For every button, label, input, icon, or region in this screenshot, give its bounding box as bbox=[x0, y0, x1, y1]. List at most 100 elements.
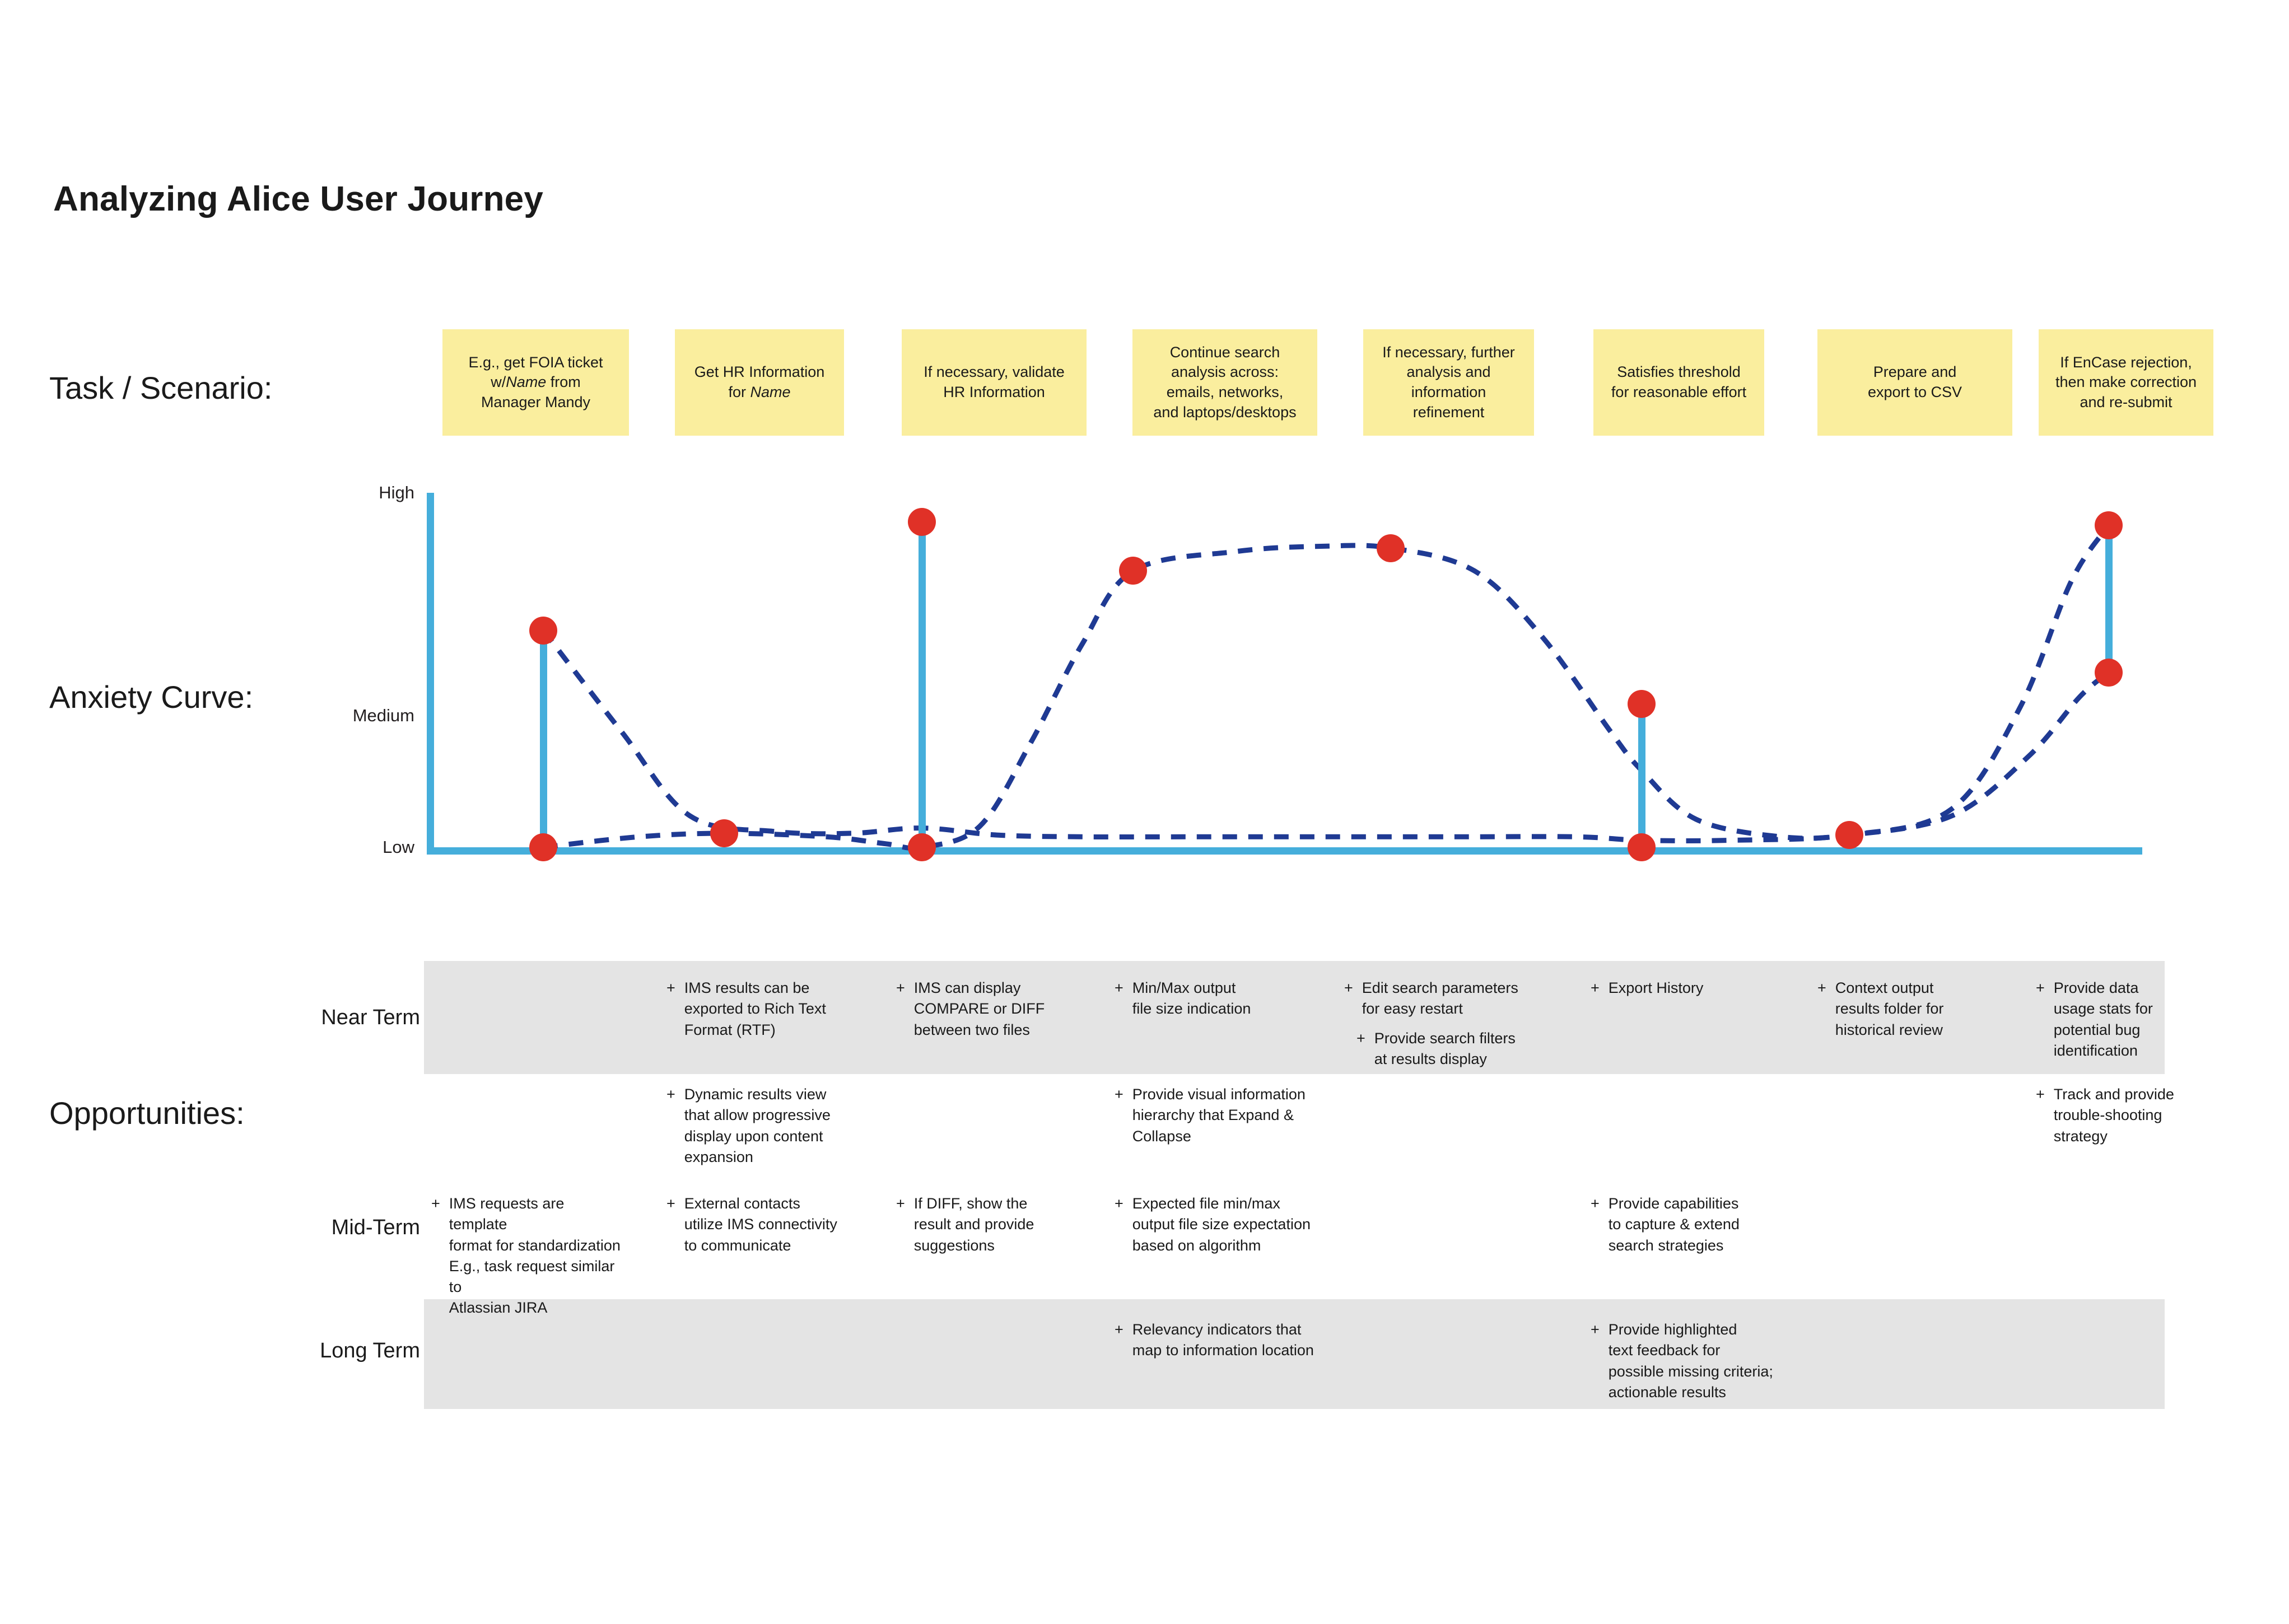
anxiety-marker-dot[interactable] bbox=[2095, 658, 2123, 687]
term-label-mid: Mid-Term bbox=[331, 1216, 420, 1239]
anxiety-curve-chart: High Medium Low bbox=[0, 482, 2289, 941]
term-label-long: Long Term bbox=[320, 1339, 420, 1362]
plus-icon: + bbox=[1591, 1321, 1600, 1338]
plus-icon: + bbox=[1115, 979, 1123, 996]
opportunities-section: Near Term Mid-Term Long Term + IMS result… bbox=[0, 961, 2289, 1409]
anxiety-marker-dot[interactable] bbox=[1835, 821, 1864, 850]
anxiety-marker-dot[interactable] bbox=[907, 507, 936, 536]
anxiety-marker-dot[interactable] bbox=[710, 819, 738, 847]
plus-icon: + bbox=[2036, 1086, 2045, 1103]
section-label-task-scenario: Task / Scenario: bbox=[49, 370, 273, 405]
page-title: Analyzing Alice User Journey bbox=[53, 180, 544, 218]
near-term-band bbox=[424, 961, 2165, 1074]
anxiety-marker-dot[interactable] bbox=[529, 616, 557, 645]
y-axis-tick-high: High bbox=[379, 483, 414, 502]
plus-icon: + bbox=[1356, 1030, 1365, 1047]
plus-icon: + bbox=[431, 1195, 440, 1212]
y-axis-tick-low: Low bbox=[383, 837, 414, 857]
plus-icon: + bbox=[1115, 1086, 1123, 1103]
anxiety-marker-dot[interactable] bbox=[529, 833, 557, 861]
anxiety-marker-dot[interactable] bbox=[907, 833, 936, 861]
anxiety-marker-dot[interactable] bbox=[1627, 689, 1656, 718]
anxiety-marker-dot[interactable] bbox=[1119, 557, 1148, 585]
opportunity-item[interactable]: + Export History bbox=[1591, 978, 1775, 998]
plus-icon: + bbox=[1817, 979, 1826, 996]
plus-icon: + bbox=[1591, 1195, 1600, 1212]
marker-stem bbox=[539, 630, 547, 847]
anxiety-marker-dot[interactable] bbox=[2095, 511, 2123, 539]
plus-icon: + bbox=[1591, 979, 1600, 996]
anxiety-curve-curve-a bbox=[541, 524, 2111, 843]
plus-icon: + bbox=[2036, 979, 2045, 996]
term-label-near: Near Term bbox=[321, 1006, 420, 1029]
opportunity-item-text: Export History bbox=[1608, 979, 1704, 996]
y-axis-tick-medium: Medium bbox=[352, 706, 414, 725]
section-label-opportunities: Opportunities: bbox=[49, 1095, 245, 1131]
plus-icon: + bbox=[1115, 1321, 1123, 1338]
anxiety-marker-dot[interactable] bbox=[1377, 534, 1405, 562]
plus-icon: + bbox=[666, 1195, 675, 1212]
plus-icon: + bbox=[666, 1086, 675, 1103]
long-term-band bbox=[424, 1299, 2165, 1409]
marker-stem bbox=[2105, 525, 2113, 673]
y-axis-line bbox=[427, 493, 434, 851]
plus-icon: + bbox=[896, 1195, 905, 1212]
marker-stem bbox=[918, 521, 926, 847]
anxiety-curve-curve-b bbox=[543, 543, 2111, 851]
task-step-note-8[interactable]: If EnCase rejection,then make correction… bbox=[2039, 329, 2213, 436]
anxiety-curve-paths bbox=[541, 524, 2111, 851]
anxiety-marker-dot[interactable] bbox=[1627, 833, 1656, 861]
plus-icon: + bbox=[1115, 1195, 1123, 1212]
plus-icon: + bbox=[1344, 979, 1353, 996]
section-label-anxiety-curve: Anxiety Curve: bbox=[49, 679, 254, 715]
plus-icon: + bbox=[666, 979, 675, 996]
plus-icon: + bbox=[896, 979, 905, 996]
